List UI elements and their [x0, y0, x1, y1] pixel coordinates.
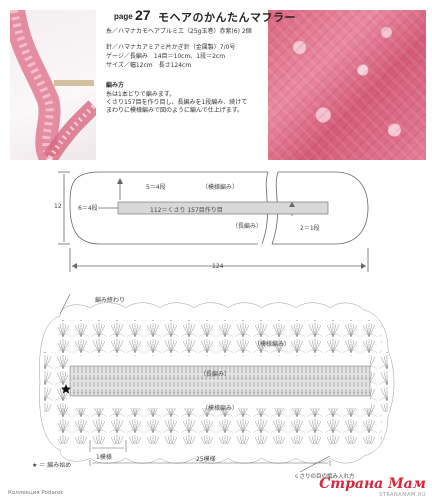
dc-row-top [70, 366, 370, 380]
scarf-photo-hanging [10, 10, 96, 160]
page-title: モヘアのかんたんマフラー [158, 11, 296, 24]
method-line: 糸は1本どりで編みます。 [106, 91, 176, 98]
dc-label-chart: （長編み） [200, 371, 231, 378]
one-repeat-label: 1模様 [96, 454, 112, 461]
dc-label-schematic: （長編み） [232, 223, 263, 230]
chain-note: くさりの目の編み入れ方 [294, 474, 355, 480]
scarf-photo-closeup [268, 10, 426, 160]
pattern-rows-lower [58, 408, 382, 444]
rows-right-label: 2＝1段 [300, 225, 320, 232]
stitch-chart [39, 293, 395, 473]
method-heading: 編み方 [106, 82, 125, 89]
spec-gauge: ゲージ／長編み 14目＝10cm、1段＝2cm [106, 53, 226, 60]
spec-needle: 針／ハマナカアミアミ片かぎ針（金属製）7/0号 [106, 44, 236, 51]
collection-credit: Коллекция Podarok [8, 490, 64, 496]
scarf-schematic [58, 171, 369, 272]
chain-row-band [117, 201, 329, 215]
pattern-rows-upper [58, 320, 382, 356]
outer-chain-loops [39, 302, 395, 464]
spec-size: サイズ／幅12cm 長さ124cm [106, 62, 192, 69]
schematic-outline-left [69, 171, 268, 245]
site-watermark-url: STRANAMAM.RU [379, 492, 426, 498]
start-star-icon [61, 384, 71, 394]
page-number: 27 [135, 7, 151, 23]
dc-row-bottom [70, 382, 370, 396]
start-legend: ★ ＝ 編み始め [32, 462, 72, 469]
method-line: まわりに模様編みで図のように編んで仕上げます。 [106, 107, 244, 114]
pattern-label-schematic: （模様編み） [202, 184, 239, 191]
site-watermark: Страна Мам [319, 476, 426, 492]
scarf-hanging-illustration [10, 10, 96, 160]
pattern-label-lower: （模様編み） [202, 405, 239, 412]
schematic-outline-right [272, 171, 369, 245]
pattern-label-upper: （模様編み） [254, 341, 291, 348]
schematic-height-label: 12 [54, 203, 62, 210]
pattern-end-left [44, 352, 68, 412]
schematic-width-label: 124 [212, 263, 224, 270]
method-line: くさり157目を作り目し、長編みを1段編み、続けて [106, 99, 248, 106]
rows-left-label: 6＝4段 [78, 205, 98, 212]
chain-label: 112＝くさり 157目作り目 [150, 207, 223, 214]
pattern-end-right [370, 352, 388, 412]
spec-yarn: 糸／ハマナカモヘアプルミエ（25g玉巻）赤紫(6) 2個 [106, 28, 252, 35]
page-label: page [114, 12, 133, 21]
end-label: 編み終わり [95, 297, 126, 304]
repeat-count-label: 25模様 [196, 456, 216, 463]
rows-top-label: 5＝4段 [146, 184, 166, 191]
